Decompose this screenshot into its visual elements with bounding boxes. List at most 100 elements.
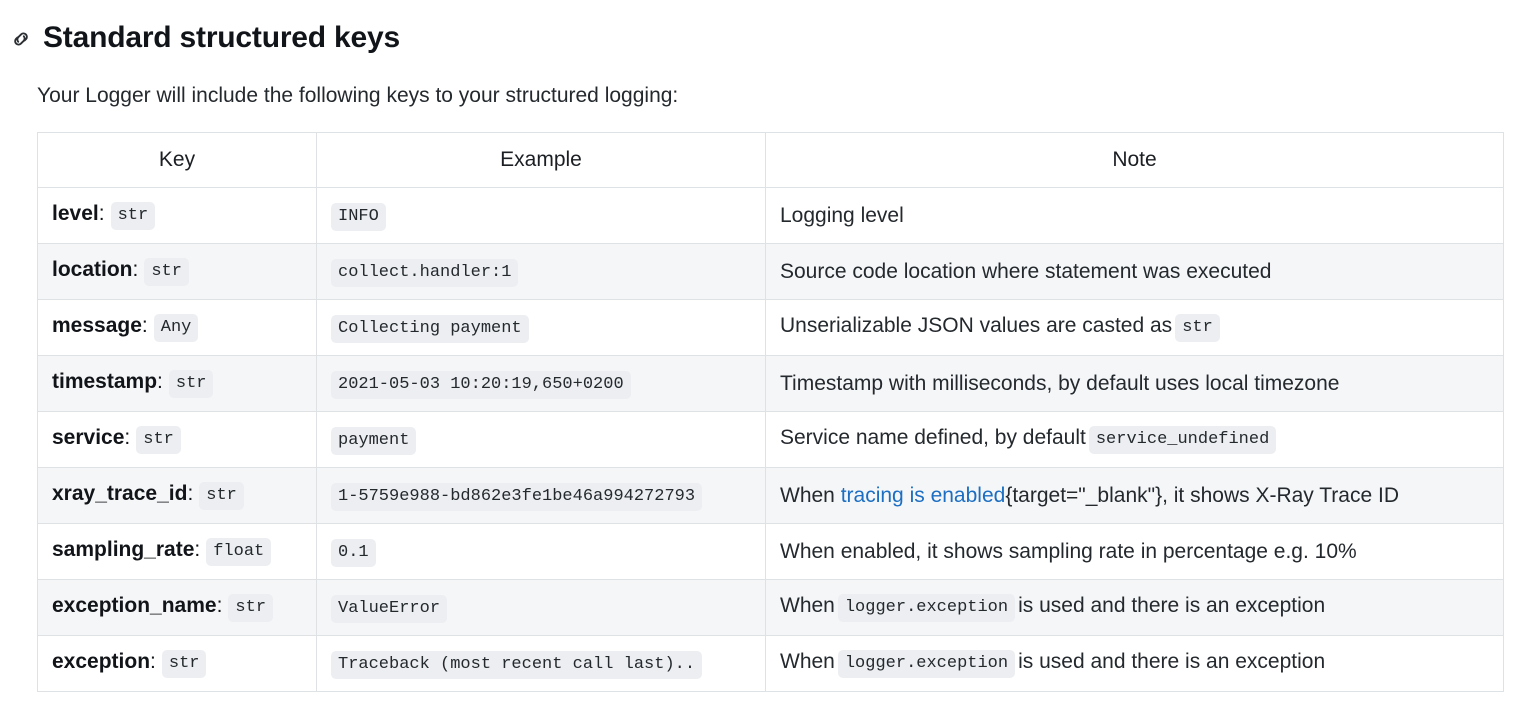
column-header-key: Key xyxy=(37,132,317,188)
example-code: INFO xyxy=(331,203,386,231)
table-row: message:Any Collecting payment Unserializa… xyxy=(37,299,1504,356)
table-row: level:str INFO Logging level xyxy=(37,187,1504,244)
key-colon: : xyxy=(132,258,139,281)
example-cell: Traceback (most recent call last).. xyxy=(316,635,766,692)
note-prefix-text: When xyxy=(780,594,835,617)
table-row: location:str collect.handler:1 Source code… xyxy=(37,243,1504,300)
example-code: 0.1 xyxy=(331,539,376,567)
column-header-example: Example xyxy=(316,132,766,188)
example-code: 1-5759e988-bd862e3fe1be46a994272793 xyxy=(331,483,703,511)
key-name: exception xyxy=(52,650,151,673)
key-cell: service:str xyxy=(37,411,317,468)
anchor-link-icon[interactable] xyxy=(8,26,34,52)
key-type-chip: str xyxy=(161,650,207,678)
page-title: Standard structured keys xyxy=(0,0,1521,58)
page-title-text: Standard structured keys xyxy=(43,21,400,54)
table-row: service:str payment Service name defined, … xyxy=(37,411,1504,468)
example-code: 2021-05-03 10:20:19,650+0200 xyxy=(331,371,631,399)
note-prefix-text: Service name defined, by default xyxy=(780,426,1086,449)
table-header-row: Key Example Note xyxy=(37,132,1504,188)
key-colon: : xyxy=(194,538,201,561)
example-cell: 0.1 xyxy=(316,523,766,580)
key-name: sampling_rate xyxy=(52,538,195,561)
key-type-chip: str xyxy=(168,370,214,398)
key-name: message xyxy=(52,314,142,337)
key-type-chip: str xyxy=(228,594,274,622)
note-suffix-text: {target="_blank"}, it shows X-Ray Trace … xyxy=(1005,483,1399,507)
column-header-note: Note xyxy=(765,132,1504,188)
note-code-chip: logger.exception xyxy=(837,594,1016,622)
note-prefix-text: Timestamp with milliseconds, by default … xyxy=(780,371,1340,395)
note-code-chip: logger.exception xyxy=(837,650,1016,678)
note-cell: Source code location where statement was… xyxy=(765,243,1504,300)
table-row: xray_trace_id:str 1-5759e988-bd862e3fe1be… xyxy=(37,467,1504,524)
example-cell: collect.handler:1 xyxy=(316,243,766,300)
note-prefix-text: Unserializable JSON values are casted as xyxy=(780,314,1173,337)
key-type-chip: Any xyxy=(153,314,199,342)
key-type-chip: str xyxy=(110,202,156,230)
key-cell: message:Any xyxy=(37,299,317,356)
note-cell: Timestamp with milliseconds, by default … xyxy=(765,355,1504,412)
note-prefix-text: Source code location where statement was… xyxy=(780,259,1272,283)
table-row: timestamp:str 2021-05-03 10:20:19,650+020… xyxy=(37,355,1504,412)
note-prefix-text: When xyxy=(780,650,835,673)
key-colon: : xyxy=(98,202,105,225)
example-code: Traceback (most recent call last).. xyxy=(331,651,703,679)
example-code: Collecting payment xyxy=(331,315,529,343)
note-suffix-text: is used and there is an exception xyxy=(1018,650,1326,673)
note-cell: When tracing is enabled{target="_blank"}… xyxy=(765,467,1504,524)
key-name: level xyxy=(52,202,99,225)
example-cell: 2021-05-03 10:20:19,650+0200 xyxy=(316,355,766,412)
example-cell: 1-5759e988-bd862e3fe1be46a994272793 xyxy=(316,467,766,524)
note-cell: Unserializable JSON values are casted as… xyxy=(765,299,1504,356)
note-prefix-text: When enabled, it shows sampling rate in … xyxy=(780,539,1357,563)
note-link[interactable]: tracing is enabled xyxy=(840,483,1006,507)
key-cell: exception:str xyxy=(37,635,317,692)
table-row: exception:str Traceback (most recent call… xyxy=(37,635,1504,692)
key-cell: location:str xyxy=(37,243,317,300)
key-colon: : xyxy=(187,482,194,505)
key-name: service xyxy=(52,426,125,449)
example-cell: Collecting payment xyxy=(316,299,766,356)
example-cell: payment xyxy=(316,411,766,468)
note-suffix-text: is used and there is an exception xyxy=(1018,594,1326,617)
key-colon: : xyxy=(124,426,131,449)
key-type-chip: float xyxy=(206,538,272,566)
key-cell: timestamp:str xyxy=(37,355,317,412)
example-code: collect.handler:1 xyxy=(331,259,519,287)
intro-paragraph: Your Logger will include the following k… xyxy=(37,84,679,107)
key-name: location xyxy=(52,258,133,281)
example-code: ValueError xyxy=(331,595,448,623)
key-cell: xray_trace_id:str xyxy=(37,467,317,524)
note-cell: Logging level xyxy=(765,187,1504,244)
key-name: exception_name xyxy=(52,594,217,617)
key-cell: exception_name:str xyxy=(37,579,317,636)
key-name: timestamp xyxy=(52,370,158,393)
key-colon: : xyxy=(150,650,156,673)
key-cell: sampling_rate:float xyxy=(37,523,317,580)
key-colon: : xyxy=(157,370,163,393)
table-header: Key Example Note xyxy=(37,132,1504,188)
example-cell: ValueError xyxy=(316,579,766,636)
key-type-chip: str xyxy=(144,258,189,286)
note-cell: When enabled, it shows sampling rate in … xyxy=(765,523,1504,580)
key-type-chip: str xyxy=(199,482,244,510)
note-code-chip: str xyxy=(1175,314,1220,342)
note-prefix-text: When xyxy=(780,483,841,507)
key-colon: : xyxy=(141,314,148,337)
key-colon: : xyxy=(216,594,223,617)
key-name: xray_trace_id xyxy=(52,482,188,505)
example-cell: INFO xyxy=(316,187,766,244)
example-code: payment xyxy=(331,427,417,455)
key-cell: level:str xyxy=(37,187,317,244)
note-prefix-text: Logging level xyxy=(780,203,904,227)
note-code-chip: service_undefined xyxy=(1088,426,1277,454)
